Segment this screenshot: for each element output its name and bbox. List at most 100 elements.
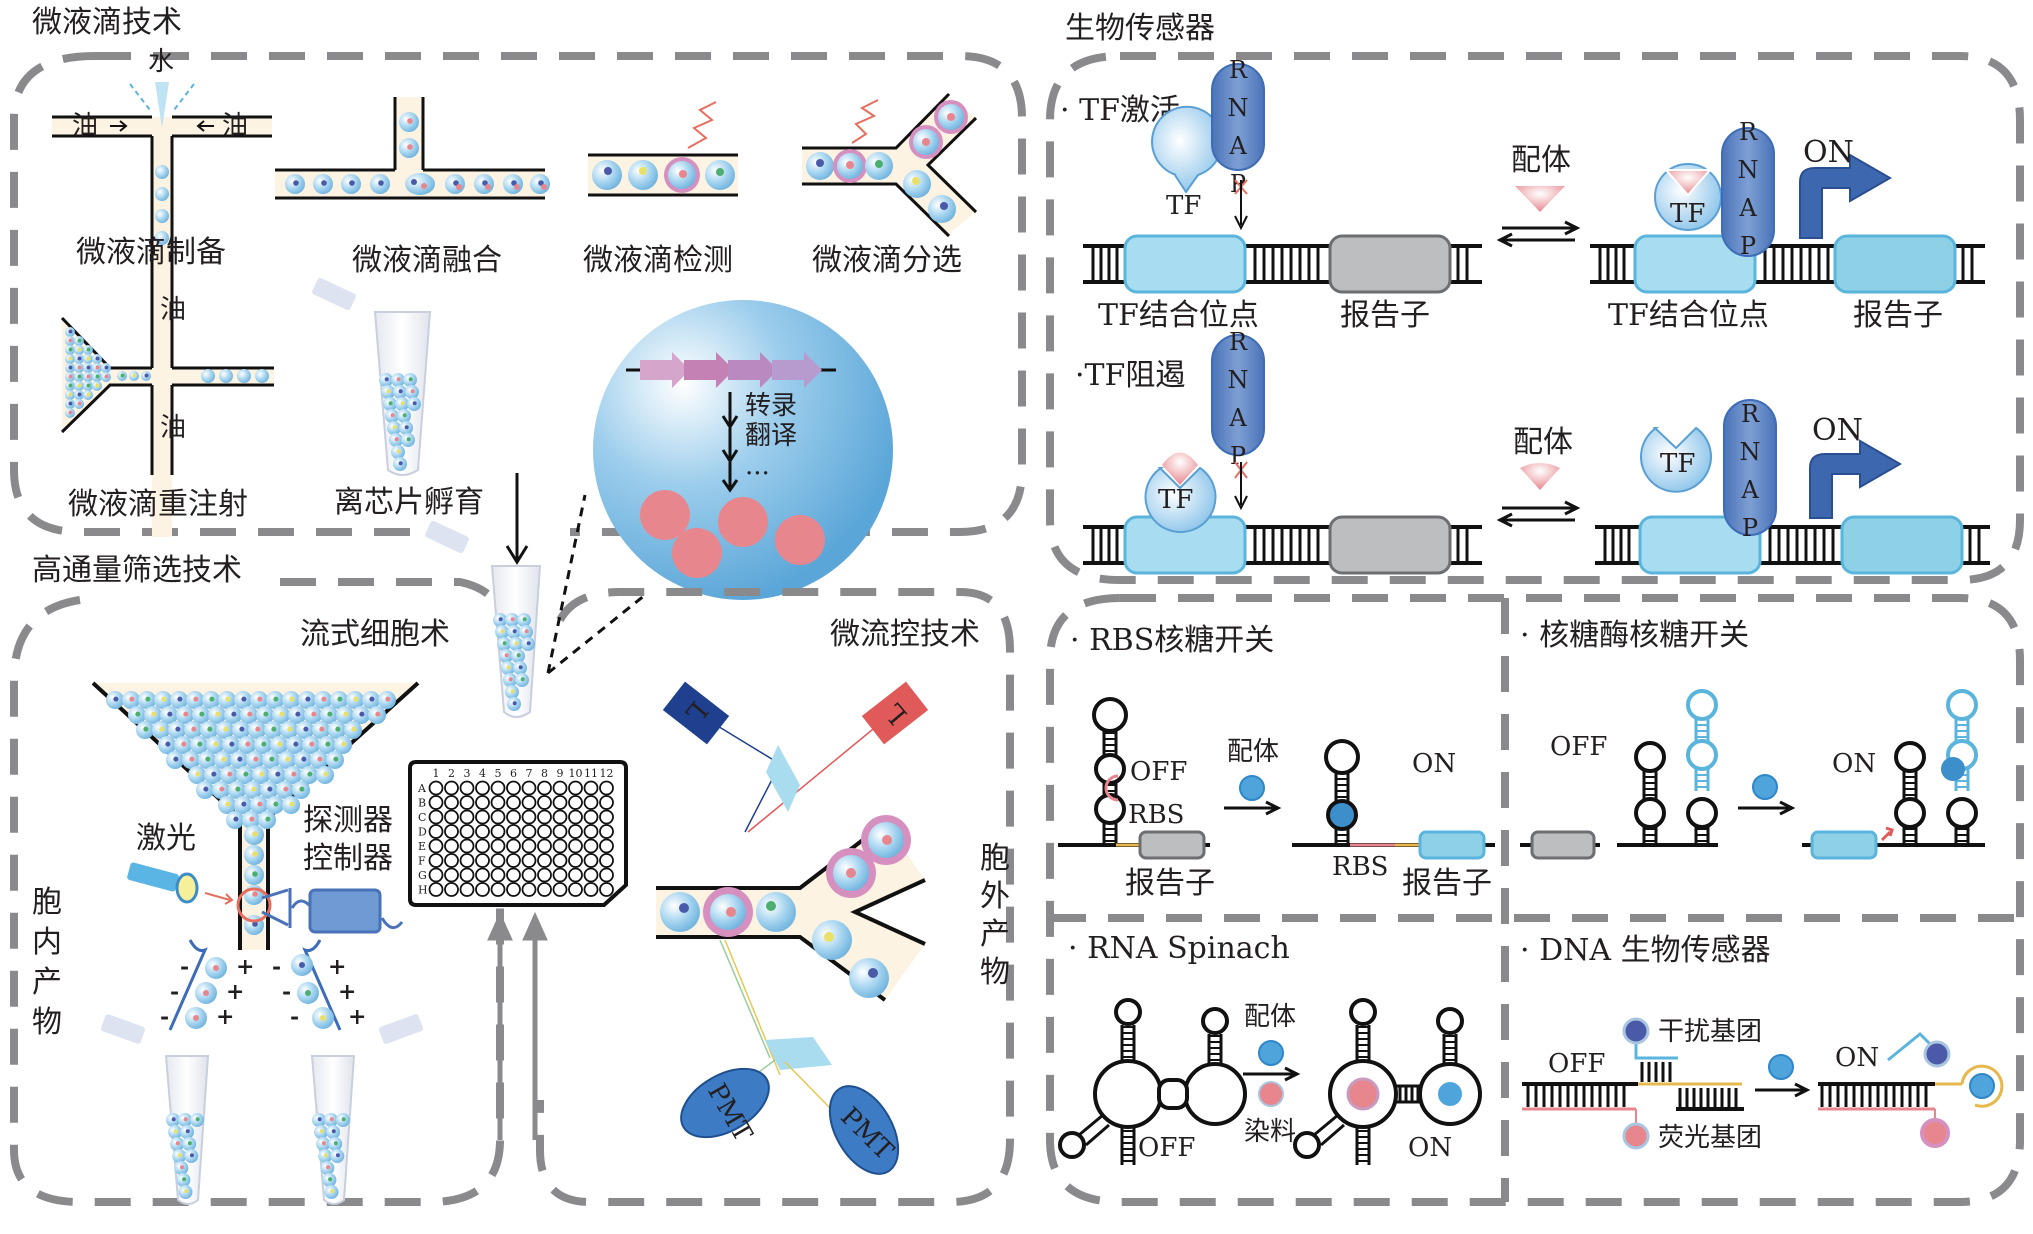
laser-focus-ring [236,887,272,923]
droplet-core [203,786,209,792]
droplet-core [95,365,100,370]
plate-column-label: 4 [479,767,486,780]
rna-spinach-label: · RNA Spinach [1068,931,1290,966]
detector-controller-box [261,888,404,934]
droplet-core [353,696,359,702]
droplet-core [317,756,323,762]
plate-well [537,838,552,854]
ligand-icon [1515,186,1565,212]
plate-well [444,809,459,825]
step-droplet-reinjection: 微液滴重注射 [68,487,248,522]
droplet-core [295,711,301,717]
droplet-core [233,816,239,822]
droplet-core [301,756,307,762]
droplet-core [323,1153,328,1158]
droplet-core [259,771,265,777]
droplet-core [223,726,229,732]
hts-input-tube [425,520,542,718]
reporter-gene [1328,515,1452,575]
droplet-core [68,374,73,379]
laser-blue: L [662,681,781,833]
forward-arrow-icon [1502,500,1581,516]
droplet-core [113,696,119,702]
plate-well [568,838,583,854]
plate-well [444,795,459,810]
microfluidic-chip [656,815,926,1002]
droplet-core [404,425,409,430]
plate-column-label: 9 [557,767,564,780]
transcription-label: 转录 [745,391,797,421]
plate-column-label: 11 [584,767,598,780]
rnap-letter: A [1228,404,1247,432]
rnap-letter: N [1228,94,1249,122]
vertical-char: 物 [980,955,1010,990]
plate-row-label: F [418,855,426,868]
zoom-connector-line [547,593,646,675]
droplet-core [215,711,221,717]
rna-spinach-panel: · RNA Spinach OFF 配体 染料 ON [1058,931,1482,1165]
charge-plus: + [226,979,244,1005]
plate-well [599,867,614,883]
tf-text: TF [1670,199,1705,229]
droplet-core [77,392,82,397]
plate-well [444,867,459,883]
droplet-core [506,665,511,670]
plate-column-label: 12 [600,767,614,780]
plate-well [552,882,568,897]
plate-column-label: 2 [448,767,455,780]
droplet-core [325,741,331,747]
plate-well [444,838,459,854]
plate-well [428,780,444,796]
charge-plus: + [338,979,356,1005]
droplet-core [321,696,327,702]
off-label: OFF [1138,1133,1195,1163]
droplet-core [207,726,213,732]
plate-well [552,853,568,868]
arrow-down-icon [721,462,739,493]
droplet-core [388,401,393,406]
droplet-core [269,756,275,762]
rnap-letter: R [1229,328,1248,356]
microdroplet-section: 微液滴技术 水 油 油 微液滴制备 [10,5,1026,600]
droplet-core [396,377,401,382]
rna-loop [1686,797,1718,829]
droplet-core [293,741,299,747]
droplet-core [225,696,231,702]
droplet-core [252,851,258,857]
droplet-core [498,617,503,622]
ligand-label: 配体 [1513,425,1573,460]
droplet-core [328,1177,333,1182]
plate-well [552,838,568,854]
arrow-down-icon [721,392,739,430]
droplet-core [514,641,519,646]
charge-plus: + [236,954,254,980]
droplet-core [86,392,91,397]
plate-well [537,824,552,839]
plate-well [459,824,475,839]
plate-column-label: 10 [569,767,583,780]
droplet-core [392,425,397,430]
droplet-core [512,701,517,706]
rnap-letter: R [1739,118,1758,146]
plate-row-label: C [418,811,426,824]
droplet-core [86,365,91,370]
plate-well [506,809,521,825]
droplet-core [271,726,277,732]
reporter-gene-on [1810,830,1878,860]
plate-well [475,882,490,897]
plate-well [475,867,490,883]
tf-border [1046,52,2024,584]
plate-well [521,838,537,854]
tf-binding-site [1123,234,1247,294]
reverse-arrow-icon [1496,232,1575,248]
plate-well [583,795,599,810]
droplet-core [327,711,333,717]
plate-column-label: 7 [526,767,533,780]
arrow-down-icon [1234,180,1248,231]
plate-well [599,824,614,839]
droplet-core [317,1117,322,1122]
on-label: ON [1412,749,1456,779]
arrow-down-icon [1234,462,1248,511]
